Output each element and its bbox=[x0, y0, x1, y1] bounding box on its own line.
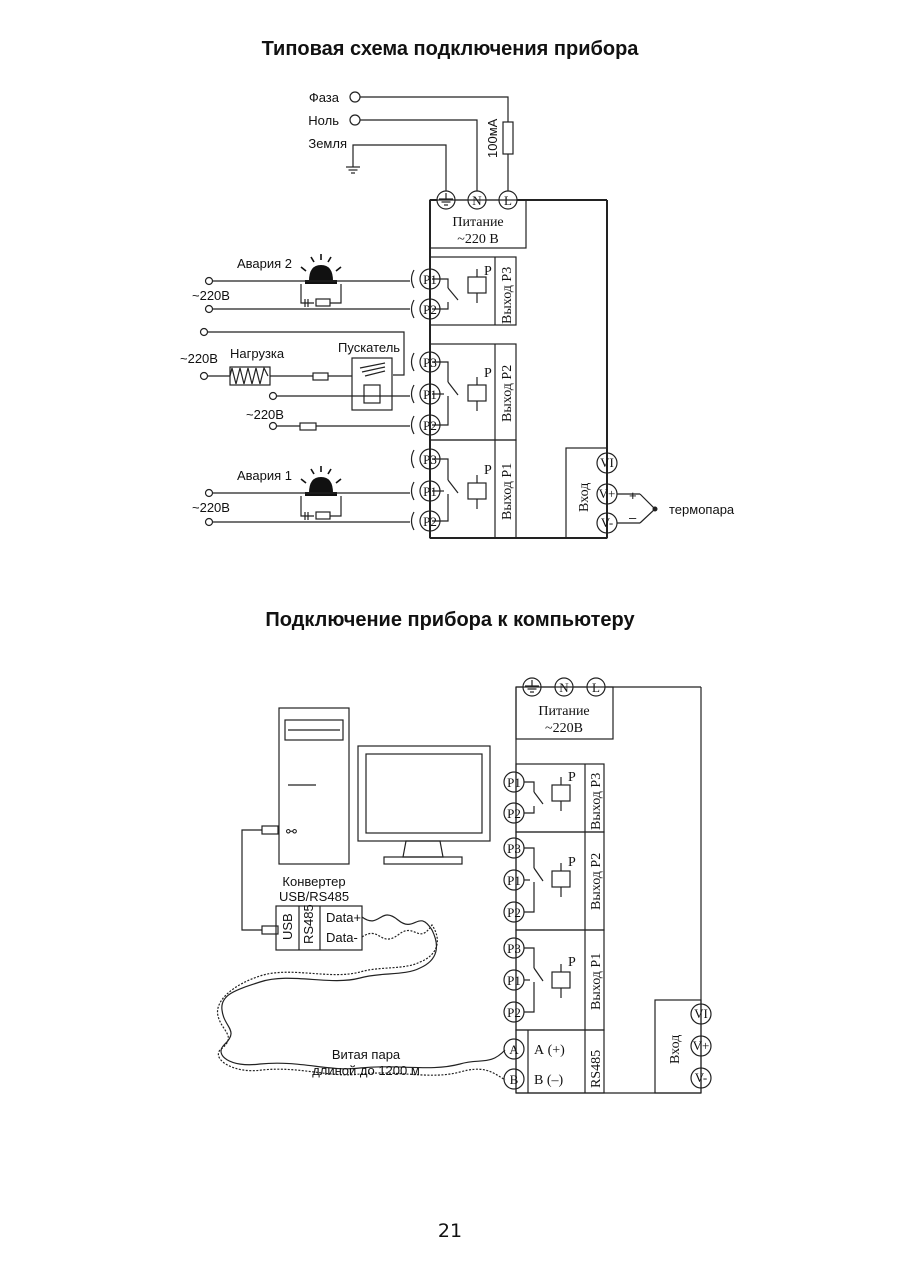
term-p3-b: P3 bbox=[423, 355, 437, 370]
fuse-label: 100мА bbox=[485, 118, 500, 158]
diagram2: ⚯ Конвертер USB/RS485 USB RS485 Data+ Da… bbox=[216, 677, 712, 1094]
input-Vplus: V+ bbox=[599, 486, 616, 501]
d2-term-p2-c: P2 bbox=[507, 1005, 521, 1020]
p3-terminals: P1 P2 P3 P1 P2 P3 P1 P2 bbox=[419, 268, 441, 532]
d2-term-p1-b: P1 bbox=[507, 873, 521, 888]
d2-term-p1-a: P1 bbox=[507, 775, 521, 790]
tc-plus: + bbox=[629, 488, 637, 503]
d2-term-p1-c: P1 bbox=[507, 973, 521, 988]
converter-rs485-port: RS485 bbox=[301, 904, 316, 944]
d2-input-Vplus: V+ bbox=[693, 1038, 710, 1053]
output-p3-label: Выход Р3 bbox=[500, 267, 515, 324]
d2-output-p3-label: Выход Р3 bbox=[589, 773, 604, 830]
relay-p3-symbol: Р bbox=[484, 264, 492, 279]
alarm1-label: Авария 1 bbox=[237, 468, 292, 483]
phase-label: Фаза bbox=[309, 90, 340, 105]
output-p2-label: Выход Р2 bbox=[500, 365, 515, 422]
d2-relay-p3-symbol: Р bbox=[568, 770, 576, 785]
usb-icon: ⚯ bbox=[286, 824, 297, 839]
converter-label-2: USB/RS485 bbox=[279, 889, 349, 904]
input-Vminus: V- bbox=[601, 515, 614, 530]
pc-tower bbox=[278, 707, 350, 865]
alarm2-voltage: ~220В bbox=[192, 288, 230, 303]
d2-term-p3-c: P3 bbox=[507, 941, 521, 956]
converter-data-minus: Data- bbox=[326, 930, 358, 945]
power-block-voltage: ~220 В bbox=[457, 232, 498, 247]
converter-data-plus: Data+ bbox=[326, 910, 361, 925]
input-block-label: Вход bbox=[577, 483, 592, 512]
p2-supply-voltage: ~220В bbox=[246, 407, 284, 422]
d2-term-p3-b: P3 bbox=[507, 841, 521, 856]
d2-input-VI: VI bbox=[694, 1006, 708, 1021]
thermocouple-label: термопара bbox=[669, 502, 735, 517]
diagram2-title: Подключение прибора к компьютеру bbox=[265, 609, 635, 631]
converter-label-1: Конвертер bbox=[282, 874, 345, 889]
alarm2-label: Авария 2 bbox=[237, 256, 292, 271]
rs485-term-A: A bbox=[509, 1042, 519, 1057]
term-p1-b: P1 bbox=[423, 387, 437, 402]
tc-minus: – bbox=[629, 510, 637, 525]
usb-rs485-converter bbox=[275, 905, 363, 951]
d2-input-block-label: Вход bbox=[668, 1035, 683, 1064]
output-p1-label: Выход Р1 bbox=[500, 463, 515, 520]
d2-output-p1-label: Выход Р1 bbox=[589, 953, 604, 1010]
twisted-pair-label-1: Витая пара bbox=[332, 1047, 401, 1062]
d2-power-block-label: Питание bbox=[538, 704, 589, 719]
converter-usb-port: USB bbox=[280, 913, 295, 940]
rs485-label-A: А (+) bbox=[534, 1043, 565, 1058]
d2-relay-p2-symbol: Р bbox=[568, 855, 576, 870]
load-voltage: ~220В bbox=[180, 351, 218, 366]
term-p2-b: P2 bbox=[423, 418, 437, 433]
power-block-label: Питание bbox=[452, 215, 503, 230]
input-VI: VI bbox=[600, 455, 614, 470]
relay-p2-symbol: Р bbox=[484, 366, 492, 381]
d2-term-p2-a: P2 bbox=[507, 806, 521, 821]
diagram1-title: Типовая схема подключения прибора bbox=[261, 38, 639, 60]
term-p3-c: P3 bbox=[423, 452, 437, 467]
term-p1-a: P1 bbox=[423, 272, 437, 287]
d2-input-Vminus: V- bbox=[695, 1070, 708, 1085]
ground-label: Земля bbox=[308, 136, 347, 151]
load-label: Нагрузка bbox=[230, 346, 285, 361]
starter-label: Пускатель bbox=[338, 340, 400, 355]
neutral-label: Ноль bbox=[308, 113, 339, 128]
d2-power-block-voltage: ~220В bbox=[545, 721, 583, 736]
relay-p1-symbol: Р bbox=[484, 463, 492, 478]
monitor bbox=[357, 745, 491, 842]
d2-rs485-block: RS485 bbox=[589, 1050, 604, 1088]
fuse bbox=[502, 121, 514, 155]
d2-output-p2-label: Выход Р2 bbox=[589, 853, 604, 910]
term-p1-c: P1 bbox=[423, 484, 437, 499]
rs485-label-B: В (–) bbox=[534, 1073, 564, 1088]
term-p2-c: P2 bbox=[423, 514, 437, 529]
diagram1: Фаза Ноль Земля 100мА N L Питание ~ bbox=[180, 90, 735, 539]
d2-relay-p1-symbol: Р bbox=[568, 955, 576, 970]
term-p2-a: P2 bbox=[423, 302, 437, 317]
twisted-pair-label-2: длиной до 1200 м bbox=[312, 1063, 420, 1078]
alarm1-voltage: ~220В bbox=[192, 500, 230, 515]
d2-term-p2-b: P2 bbox=[507, 905, 521, 920]
rs485-term-B: B bbox=[510, 1072, 519, 1087]
page-number: 21 bbox=[437, 1220, 463, 1242]
